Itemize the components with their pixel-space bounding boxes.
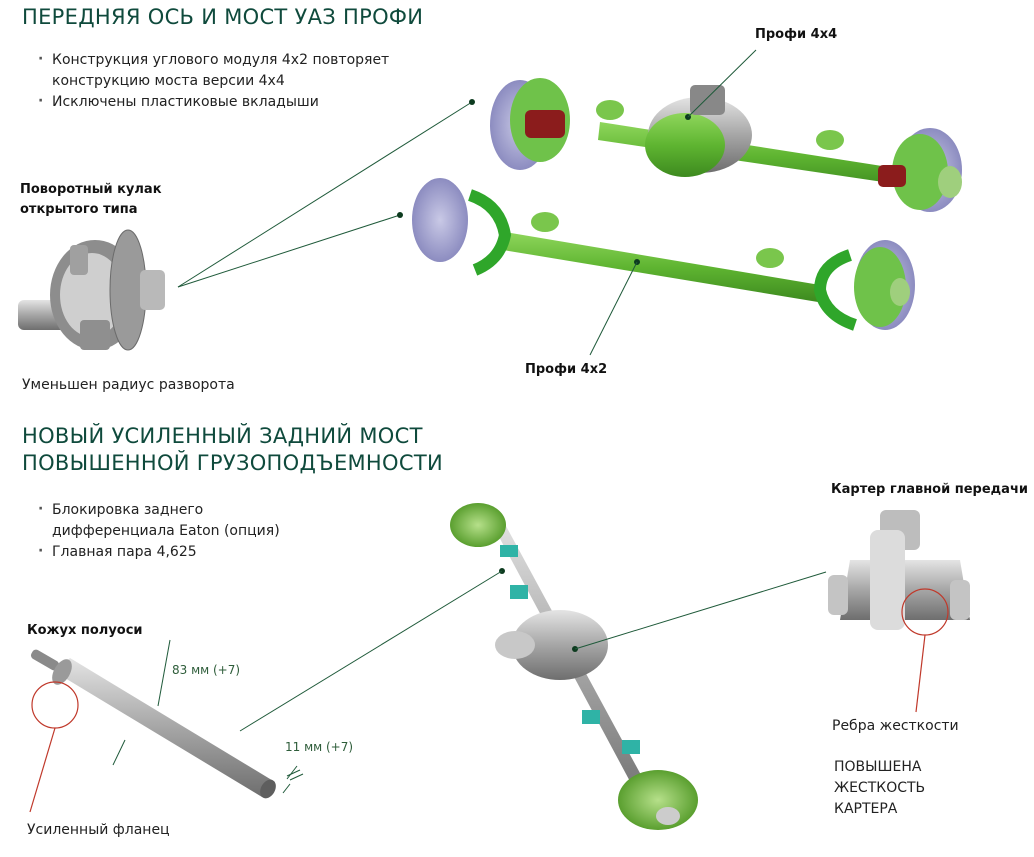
knuckle-label-line2: открытого типа: [20, 202, 138, 217]
rear-title-line2: ПОВЫШЕННОЙ ГРУЗОПОДЪЕМНОСТИ: [22, 451, 443, 475]
front-bullet-2: Исключены пластиковые вкладыши: [34, 91, 414, 113]
dimension-diameter: 83 мм (+7): [172, 663, 241, 677]
front-bullets: Конструкция углового модуля 4x2 повторяе…: [34, 49, 414, 113]
housing-tube-label: Кожух полуоси: [27, 623, 143, 638]
stiffness-note: ПОВЫШЕНА ЖЕСТКОСТЬ КАРТЕРА: [834, 757, 925, 820]
rear-title-line1: НОВЫЙ УСИЛЕННЫЙ ЗАДНИЙ МОСТ: [22, 424, 423, 448]
flange-caption: Усиленный фланец: [27, 822, 170, 838]
highlight-circles: [29, 588, 949, 813]
axle-tube-image: [30, 649, 276, 799]
stiffness-line3: КАРТЕРА: [834, 801, 898, 817]
axle-4x4-label: Профи 4x4: [755, 27, 838, 42]
rear-bullet-2: Главная пара 4,625: [34, 541, 294, 563]
axle-4x2-label: Профи 4x2: [525, 362, 608, 377]
rear-bullet-1: Блокировка заднего дифференциала Eaton (…: [34, 499, 294, 542]
knuckle-label: Поворотный кулак открытого типа: [20, 180, 162, 220]
front-bullet-1: Конструкция углового модуля 4x2 повторяе…: [34, 49, 414, 92]
axle-4x2-image: [412, 178, 915, 331]
knuckle-label-line1: Поворотный кулак: [20, 182, 162, 197]
ribs-caption: Ребра жесткости: [832, 718, 959, 734]
steering-knuckle-image: [18, 229, 165, 351]
stiffness-line2: ЖЕСТКОСТЬ: [834, 780, 926, 796]
rear-bullets: Блокировка заднего дифференциала Eaton (…: [34, 499, 294, 563]
dimension-wall: 11 мм (+7): [285, 740, 354, 754]
carrier-label: Картер главной передачи: [831, 482, 1028, 497]
rear-section-title: НОВЫЙ УСИЛЕННЫЙ ЗАДНИЙ МОСТ ПОВЫШЕННОЙ Г…: [22, 423, 443, 477]
stiffness-line1: ПОВЫШЕНА: [834, 759, 922, 775]
rear-axle-image: [450, 503, 698, 830]
axle-4x4-image: [490, 78, 962, 212]
leader-lines: [112, 49, 827, 794]
front-section-title: ПЕРЕДНЯЯ ОСЬ И МОСТ УАЗ ПРОФИ: [22, 5, 424, 29]
knuckle-caption: Уменьшен радиус разворота: [22, 377, 235, 393]
carrier-image: [828, 510, 970, 630]
